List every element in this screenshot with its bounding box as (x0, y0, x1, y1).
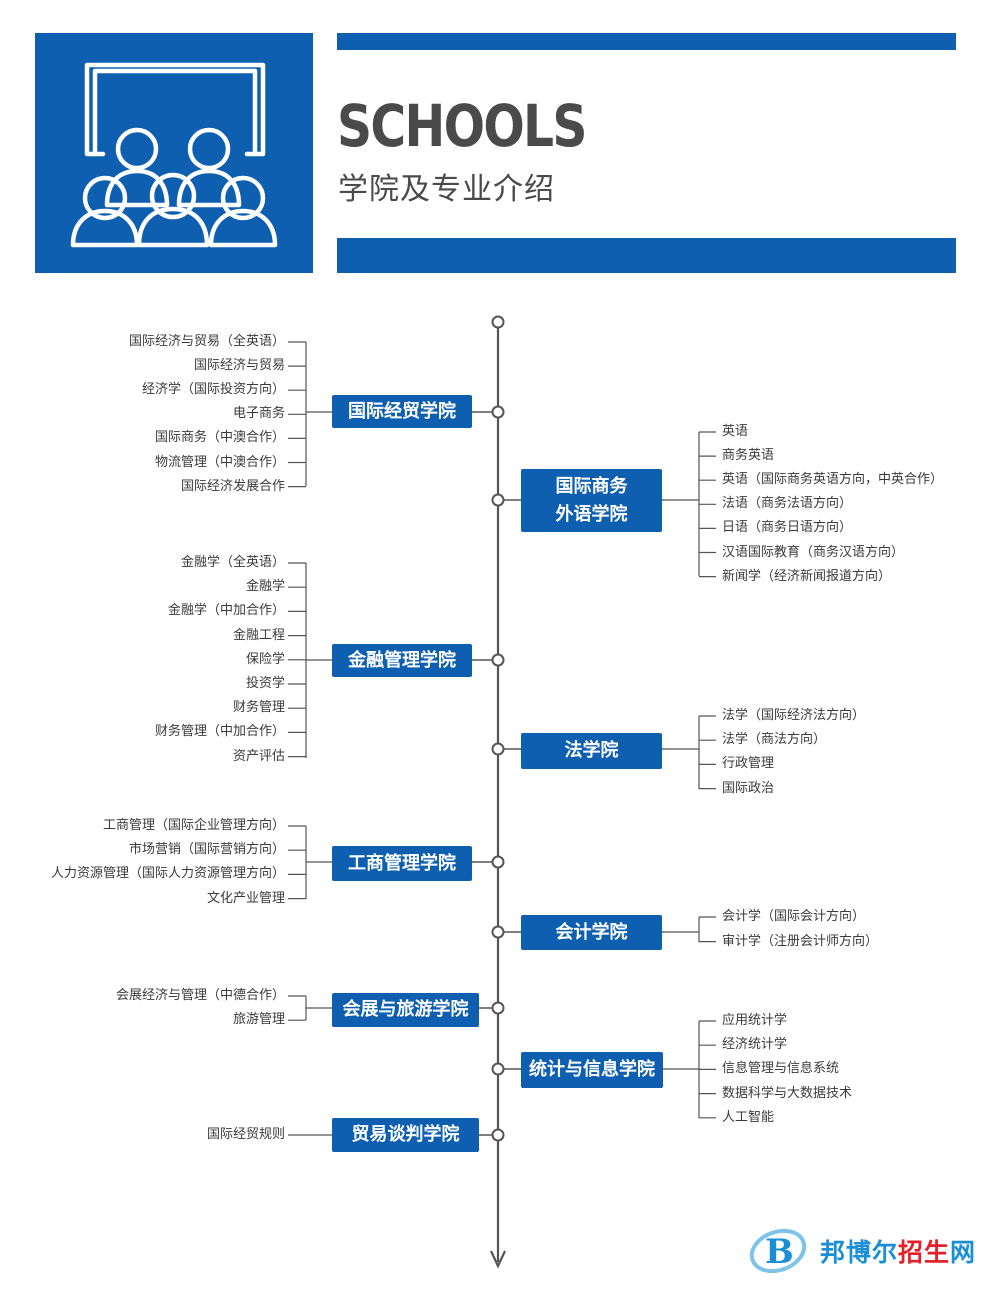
timeline-node (491, 1001, 505, 1015)
college-box: 贸易谈判学院 (332, 1118, 479, 1152)
timeline-node (491, 742, 505, 756)
major-item: 金融学 (245, 579, 285, 595)
major-item: 日语（商务日语方向） (722, 520, 853, 536)
timeline-node (491, 925, 505, 939)
major-item: 商务英语 (722, 448, 775, 464)
logo-text: 邦博尔招生网 (820, 1238, 977, 1267)
college-box: 国际商务 外语学院 (521, 469, 662, 532)
major-item: 新闻学（经济新闻报道方向） (722, 568, 892, 584)
major-item: 旅游管理 (232, 1012, 285, 1028)
major-item: 行政管理 (722, 756, 775, 772)
college-name: 工商管理学院 (348, 852, 456, 874)
college-box: 统计与信息学院 (521, 1052, 663, 1088)
major-item: 国际经贸规则 (206, 1127, 285, 1142)
timeline-node (491, 855, 505, 869)
major-item: 国际政治 (722, 780, 775, 796)
major-item: 工商管理（国际企业管理方向） (102, 818, 285, 833)
major-item: 保险学 (245, 651, 285, 667)
timeline-node (491, 1062, 505, 1076)
major-item: 法学（国际经济法方向） (722, 708, 866, 723)
major-item: 会计学（国际会计方向） (722, 909, 866, 924)
college-name: 会展与旅游学院 (342, 999, 469, 1020)
college-name: 统计与信息学院 (529, 1059, 655, 1080)
major-item: 经济统计学 (722, 1037, 788, 1053)
major-item: 应用统计学 (722, 1013, 788, 1028)
college-box: 金融管理学院 (332, 644, 472, 677)
timeline-node (491, 405, 505, 419)
timeline-node (491, 1128, 505, 1142)
major-item: 英语 (722, 424, 749, 439)
major-item: 金融学（全英语） (180, 555, 285, 570)
major-item: 国际经济与贸易 (193, 358, 285, 374)
major-item: 审计学（注册会计师方向） (722, 933, 879, 949)
major-item: 法语（商务法语方向） (722, 496, 853, 512)
timeline-arrow (490, 1250, 506, 1269)
college-box: 法学院 (521, 733, 662, 769)
major-item: 国际经济与贸易（全英语） (128, 334, 285, 349)
b-circle-logo: B (749, 1228, 807, 1273)
page-title: SCHOOLS (337, 92, 588, 160)
major-item: 法学（商法方向） (722, 732, 827, 748)
site-logo[interactable]: B 邦博尔招生网 (748, 1227, 988, 1277)
major-item: 财务管理（中加合作） (154, 724, 285, 740)
svg-text:B: B (765, 1232, 794, 1272)
college-name: 会计学院 (555, 921, 628, 943)
major-item: 投资学 (245, 676, 285, 691)
college-name: 金融管理学院 (348, 649, 456, 671)
major-item: 文化产业管理 (206, 890, 285, 906)
page-subtitle: 学院及专业介绍 (338, 172, 555, 207)
timeline-start-node (491, 315, 505, 329)
major-item: 物流管理（中澳合作） (154, 454, 285, 470)
major-item: 经济学（国际投资方向） (141, 382, 285, 398)
college-box: 会展与旅游学院 (332, 993, 479, 1027)
major-item: 国际经济发展合作 (180, 478, 285, 494)
classroom-people-icon (70, 62, 278, 248)
college-name: 法学院 (564, 740, 619, 761)
major-item: 金融工程 (232, 627, 285, 643)
major-item: 国际商务（中澳合作） (154, 430, 285, 446)
major-item: 会展经济与管理（中德合作） (115, 988, 285, 1003)
college-box: 国际经贸学院 (332, 395, 472, 428)
college-name: 国际经贸学院 (348, 400, 456, 422)
major-item: 英语（国际商务英语方向，中英合作） (722, 472, 944, 488)
header-bar-top (337, 33, 956, 50)
major-item: 汉语国际教育（商务汉语方向） (722, 544, 905, 560)
major-item: 人工智能 (722, 1109, 775, 1125)
major-item: 市场营销（国际营销方向） (128, 842, 285, 858)
timeline-node (491, 653, 505, 667)
major-item: 财务管理 (232, 700, 285, 716)
timeline-node (491, 493, 505, 507)
major-item: 金融学（中加合作） (167, 603, 285, 619)
college-box: 工商管理学院 (332, 846, 472, 881)
header-bar-bottom (337, 238, 956, 273)
major-item: 数据科学与大数据技术 (722, 1085, 853, 1101)
header-icon-panel (35, 33, 313, 273)
college-name: 贸易谈判学院 (351, 1124, 460, 1145)
major-item: 信息管理与信息系统 (722, 1061, 840, 1077)
major-item: 电子商务 (232, 406, 285, 422)
major-item: 资产评估 (232, 748, 285, 764)
college-name: 国际商务 外语学院 (555, 475, 628, 525)
major-item: 人力资源管理（国际人力资源管理方向） (50, 866, 285, 882)
college-box: 会计学院 (521, 915, 662, 950)
